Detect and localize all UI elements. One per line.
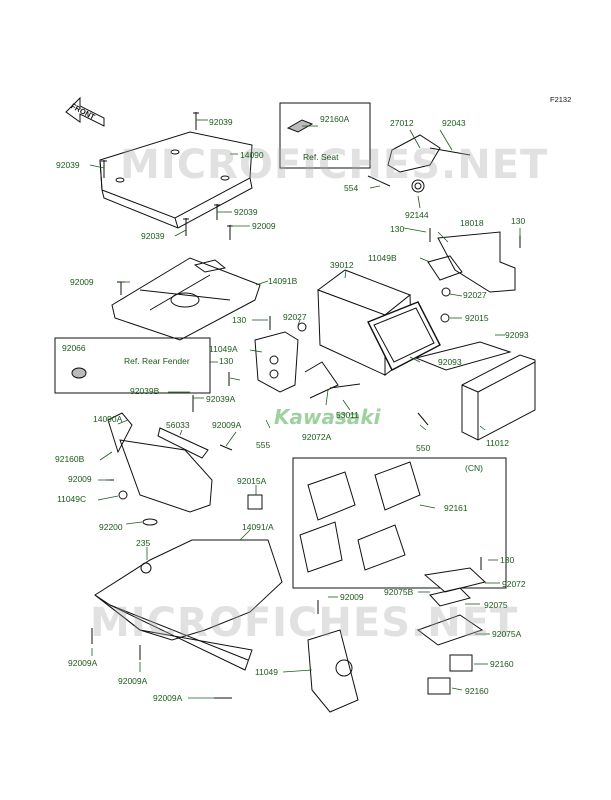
part-label-92075: 92075 xyxy=(484,600,508,610)
part-label-92200: 92200 xyxy=(99,522,123,532)
bracket-92075b-part xyxy=(423,567,487,593)
part-label-11049c: 11049C xyxy=(57,494,87,504)
part-label-92039: 92039 xyxy=(209,117,233,127)
part-label-92009: 92009 xyxy=(70,277,94,287)
part-label-11049a: 11049A xyxy=(209,344,238,354)
part-label-92039: 92039 xyxy=(141,231,165,241)
pad-92075a-part xyxy=(416,614,484,646)
part-label-92039: 92039 xyxy=(56,160,80,170)
part-label-92009: 92009 xyxy=(340,592,364,602)
part-label-92160a: 92160A xyxy=(320,114,350,124)
ref-rear-fender-label: Ref. Rear Fender xyxy=(124,356,190,366)
part-label-92009: 92009 xyxy=(68,474,92,484)
part-label-11049: 11049 xyxy=(255,667,279,677)
part-label-550: 550 xyxy=(416,443,431,453)
part-label-92075a: 92075A xyxy=(492,629,522,639)
cn-box xyxy=(292,457,507,589)
strap-92072a-part xyxy=(304,361,339,399)
part-label-130: 130 xyxy=(500,555,515,565)
cn-label: (CN) xyxy=(465,463,483,473)
watermark-bottom: MICROFICHES.NET xyxy=(90,600,519,646)
cover-14091a-part xyxy=(94,539,283,671)
part-label-39012: 39012 xyxy=(330,260,354,270)
part-label-14090: 14090 xyxy=(240,150,264,160)
plate-92075-part xyxy=(429,587,471,607)
part-label-92027: 92027 xyxy=(463,290,487,300)
part-label-27012: 27012 xyxy=(390,118,414,128)
part-label-554: 554 xyxy=(344,183,359,193)
part-label-92015a: 92015A xyxy=(237,476,267,486)
part-label-92009a: 92009A xyxy=(212,420,242,430)
pad-92093-part xyxy=(414,341,512,371)
block-92160b-part xyxy=(427,677,451,695)
part-label-92093: 92093 xyxy=(505,330,529,340)
part-label-14091a: 14091/A xyxy=(242,522,274,532)
part-label-92075b: 92075B xyxy=(384,587,414,597)
part-label-130: 130 xyxy=(232,315,247,325)
battery-box-part xyxy=(316,269,441,376)
front-arrow-icon xyxy=(65,96,105,127)
seat-pan-part xyxy=(99,131,253,229)
brand-mark: Kawasaki xyxy=(274,405,381,429)
part-label-92043: 92043 xyxy=(442,118,466,128)
watermark-top: MICROFICHES.NET xyxy=(120,142,549,188)
bracket-11049a-part xyxy=(254,331,299,393)
part-label-14091b: 14091B xyxy=(268,276,298,286)
collar-92015a-part xyxy=(247,494,263,510)
part-label-92066: 92066 xyxy=(62,343,86,353)
part-label-92093: 92093 xyxy=(438,357,462,367)
part-label-11012: 11012 xyxy=(486,438,510,448)
part-label-92161: 92161 xyxy=(444,503,468,513)
part-label-92027: 92027 xyxy=(283,312,307,322)
part-label-92160b: 92160B xyxy=(55,454,85,464)
part-label-92039a: 92039A xyxy=(206,394,236,404)
part-label-555: 555 xyxy=(256,440,271,450)
ref-seat-label: Ref. Seat xyxy=(303,152,339,162)
block-92160-part xyxy=(449,654,473,672)
part-label-130: 130 xyxy=(511,216,526,226)
ref-rear-fender-box xyxy=(54,337,211,394)
emblem-56033-part xyxy=(157,427,209,459)
part-label-92144: 92144 xyxy=(405,210,429,220)
bracket-18018-part xyxy=(427,231,516,293)
part-label-92009a: 92009A xyxy=(153,693,183,703)
part-label-235: 235 xyxy=(136,538,151,548)
part-label-130: 130 xyxy=(219,356,234,366)
part-label-92039b: 92039B xyxy=(130,386,160,396)
part-label-14090a: 14090A xyxy=(93,414,123,424)
part-label-130: 130 xyxy=(390,224,405,234)
foam-pad-group xyxy=(299,461,421,573)
part-label-53011: 53011 xyxy=(336,410,360,420)
hinge-bracket-part xyxy=(367,134,471,193)
part-label-92009a: 92009A xyxy=(118,676,148,686)
part-label-92009: 92009 xyxy=(252,221,276,231)
tray-14091b-part xyxy=(111,257,261,341)
part-label-92160: 92160 xyxy=(465,686,489,696)
part-label-92009a: 92009A xyxy=(68,658,98,668)
figure-code: F2132 xyxy=(550,95,572,104)
part-label-92072a: 92072A xyxy=(302,432,332,442)
part-label-11049b: 11049B xyxy=(368,253,397,263)
part-label-56033: 56033 xyxy=(166,420,190,430)
battery-11012-part xyxy=(461,354,536,441)
part-label-18018: 18018 xyxy=(460,218,484,228)
bracket-11049-part xyxy=(307,629,359,713)
part-label-92160: 92160 xyxy=(490,659,514,669)
part-label-92039: 92039 xyxy=(234,207,258,217)
leader-lines xyxy=(89,119,521,699)
part-label-92015: 92015 xyxy=(465,313,489,323)
part-label-92072: 92072 xyxy=(502,579,526,589)
ref-seat-box xyxy=(279,102,371,169)
